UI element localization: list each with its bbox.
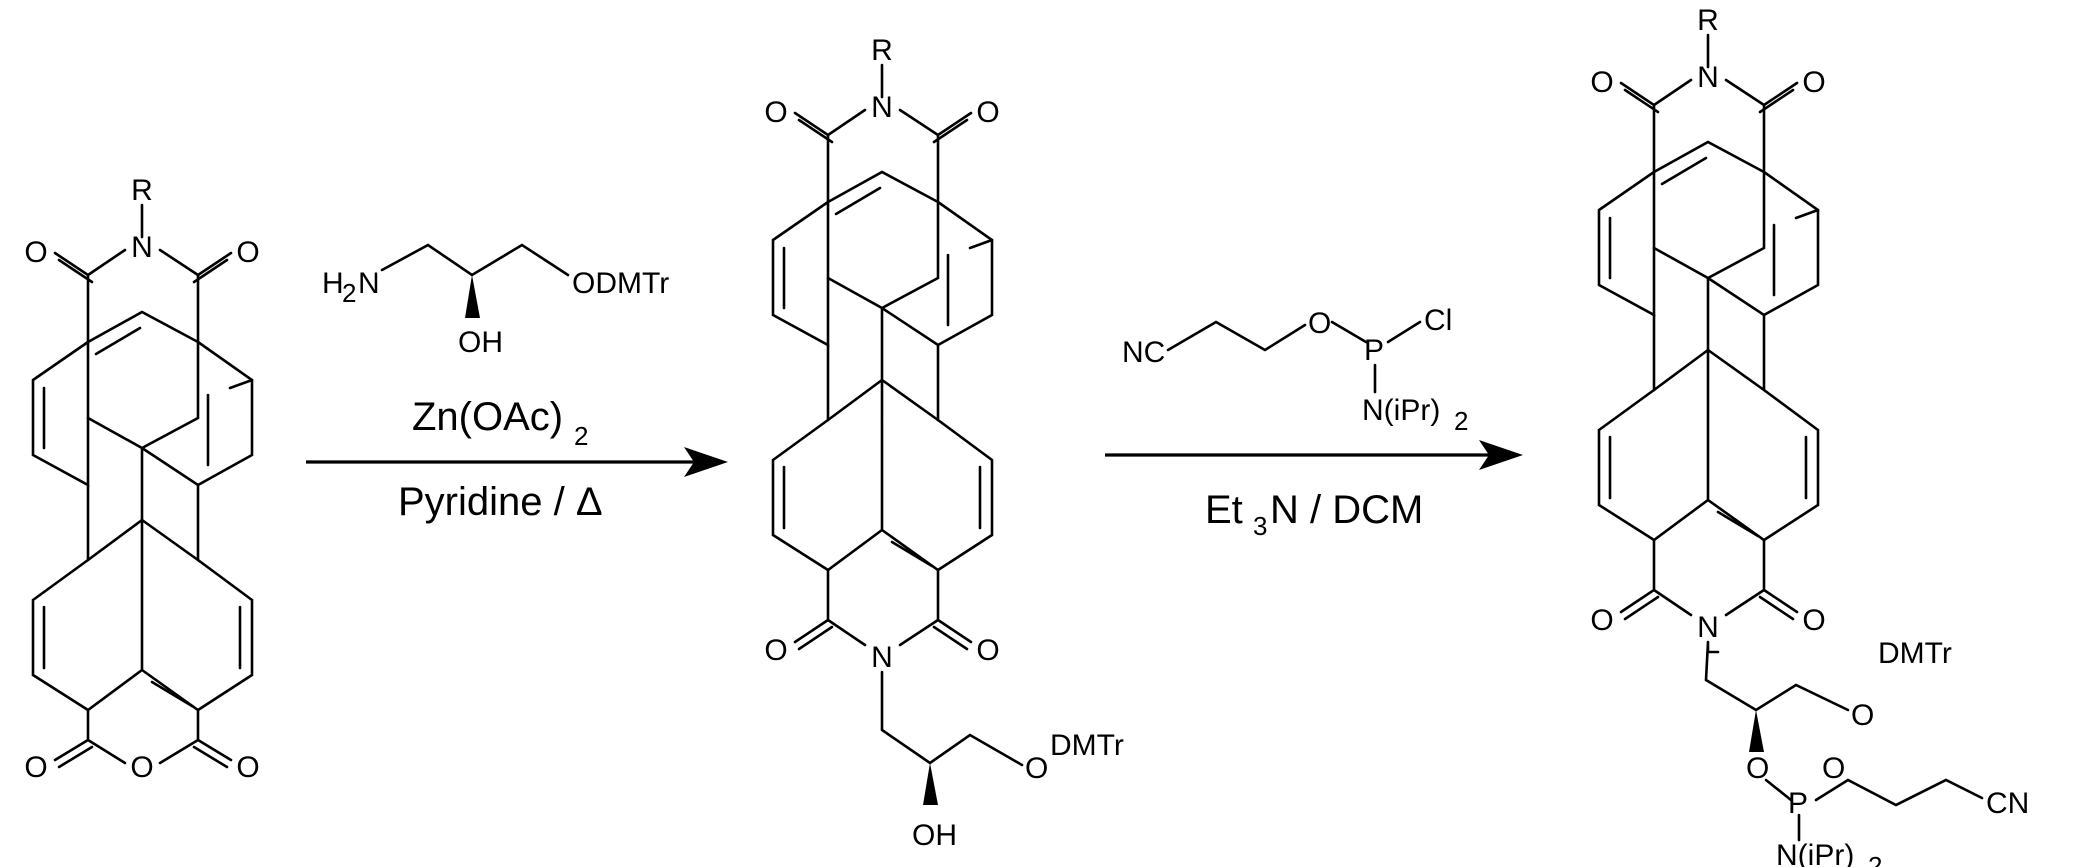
n-label: N (871, 91, 893, 124)
o-label: O (1590, 66, 1613, 99)
subscript-2: 2 (1454, 406, 1468, 436)
o-label: O (976, 96, 999, 129)
compound-1-anhydride: R N O O O O O (24, 174, 259, 784)
o-label: O (764, 634, 787, 667)
o-label: O (236, 236, 259, 269)
cl-label: Cl (1424, 304, 1452, 337)
o-label: O (1746, 752, 1769, 785)
o-label: O (976, 634, 999, 667)
o-label: O (1308, 307, 1331, 340)
n-label: N (871, 641, 893, 674)
subscript-2: 2 (342, 278, 356, 308)
dmtr-label: DMTr (1878, 637, 1952, 670)
zinc-acetate-subscript: 2 (574, 421, 588, 451)
dmtr-label: DMTr (1050, 729, 1124, 762)
odmtr-label: ODMTr (572, 267, 669, 300)
o-label: O (1822, 752, 1845, 785)
o-label: O (1025, 752, 1048, 785)
conditions-et3n-dcm: Et (1205, 488, 1243, 532)
reagent-zinc-acetate: Zn(OAc) (412, 395, 563, 439)
n-label: N (1697, 61, 1719, 94)
r-label: R (131, 174, 153, 207)
n-ipr2-label: N(iPr) (1362, 394, 1440, 427)
o-label: O (130, 751, 153, 784)
o-label: O (1851, 699, 1874, 732)
nc-label: NC (1122, 336, 1165, 369)
reaction-arrow-1 (306, 447, 728, 477)
conditions-et3n-dcm-rest: N / DCM (1270, 488, 1423, 532)
compound-2-bisimide: R N O O N O O O DMTr OH (764, 34, 1124, 852)
oh-label: OH (912, 819, 957, 852)
p-label: P (1788, 787, 1808, 820)
subscript-2: 2 (1868, 851, 1882, 867)
o-label: O (1802, 66, 1825, 99)
o-label: O (236, 751, 259, 784)
r-label: R (1697, 4, 1719, 37)
oh-label: OH (458, 326, 503, 359)
et3n-subscript: 3 (1253, 511, 1267, 541)
cn-label: CN (1986, 787, 2029, 820)
r-label: R (871, 34, 893, 67)
p-label: P (1364, 334, 1384, 367)
n-label: N (358, 267, 380, 300)
n-ipr2-label: N(iPr) (1776, 839, 1854, 867)
compound-3-phosphoramidite: R N O O N O O O DMTr O P O CN N(iPr) 2 (1590, 4, 2029, 867)
reaction-arrow-2: Et 3 N / DCM (1105, 440, 1523, 541)
h-label: H (322, 267, 344, 300)
o-label: O (764, 96, 787, 129)
o-label: O (24, 751, 47, 784)
o-label: O (1590, 604, 1613, 637)
o-label: O (1802, 604, 1825, 637)
o-label: O (24, 236, 47, 269)
n-label: N (1697, 611, 1719, 644)
reagent-phosphoramidite: NC O P Cl N(iPr) 2 (1122, 304, 1468, 436)
reagent-aminodiol: H 2 N OH ODMTr Zn(OAc) 2 Pyridine / Δ (322, 243, 669, 524)
n-label: N (131, 231, 153, 264)
solvent-pyridine: Pyridine / Δ (398, 480, 603, 524)
